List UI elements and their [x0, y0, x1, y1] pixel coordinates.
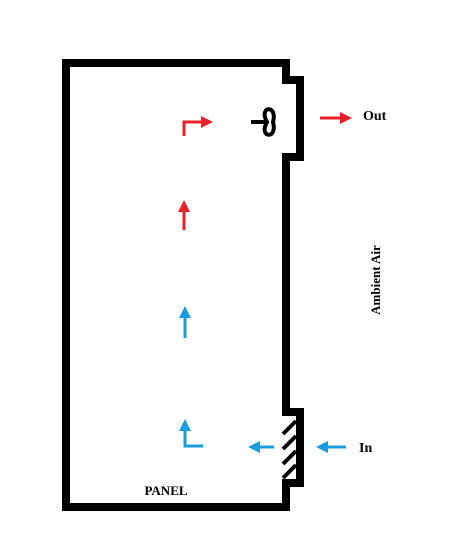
hot-air-turn-arrow	[182, 116, 213, 136]
fan-icon	[251, 107, 276, 137]
louver-icon	[281, 419, 298, 480]
cool-air-turn-arrow	[179, 419, 203, 448]
panel-label: PANEL	[144, 483, 187, 498]
in-label: In	[359, 441, 372, 456]
panel-enclosure	[62, 59, 304, 511]
ambient-air-label: Ambient Air	[368, 245, 383, 315]
out-label: Out	[363, 109, 387, 124]
